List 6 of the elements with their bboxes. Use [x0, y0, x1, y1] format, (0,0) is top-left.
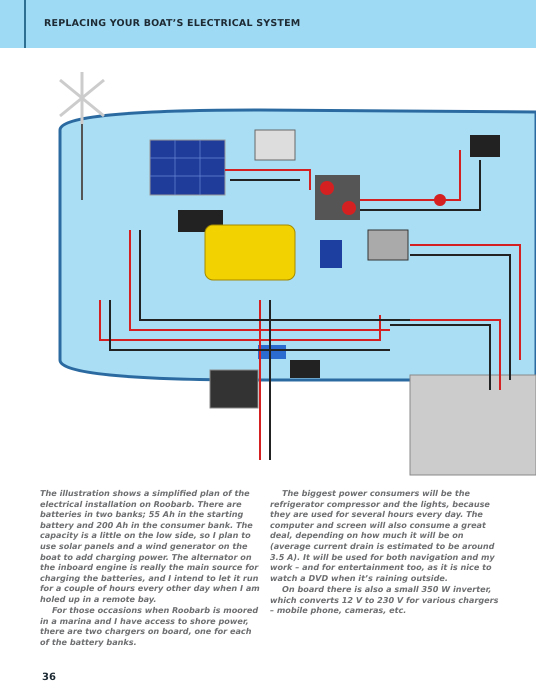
- body-paragraph: The illustration shows a simplified plan of the electrical installation on Roobarb. There are batteries in two banks; 55 Ah in the starting battery and 200 Ah in the consumer bank. The capacity is a little on the low side, so I plan to use solar panels and a wind generator on the boat to add charging power. The alternator on the inboard engine is really the main source for charging the batteries, and I intend to let it run for a couple of hours every other day when I am holed up in a remote bay.: [40, 488, 261, 605]
- body-paragraph: For those occasions when Roobarb is moored in a marina and I have access to shore power, there are two chargers on board, one for each of the battery banks.: [40, 605, 260, 648]
- body-paragraph: On board there is also a small 350 W inverter, which converts 12 V to 230 V for various chargers – mobile phone, cameras, etc.: [270, 584, 500, 616]
- body-paragraph: The biggest power consumers will be the refrigerator compressor and the lights, because they are used for several hours every day. The computer and screen will also consume a great deal, depending on how much it will be on (average current drain is estimated to be around 3.5 A). It will be used for both navigation and my work – and for entertainment too, as it is nice to watch a DVD when it’s raining outside.: [270, 488, 496, 584]
- page-title: REPLACING YOUR BOAT’S ELECTRICAL SYSTEM: [44, 18, 300, 29]
- page-number: 36: [42, 672, 56, 683]
